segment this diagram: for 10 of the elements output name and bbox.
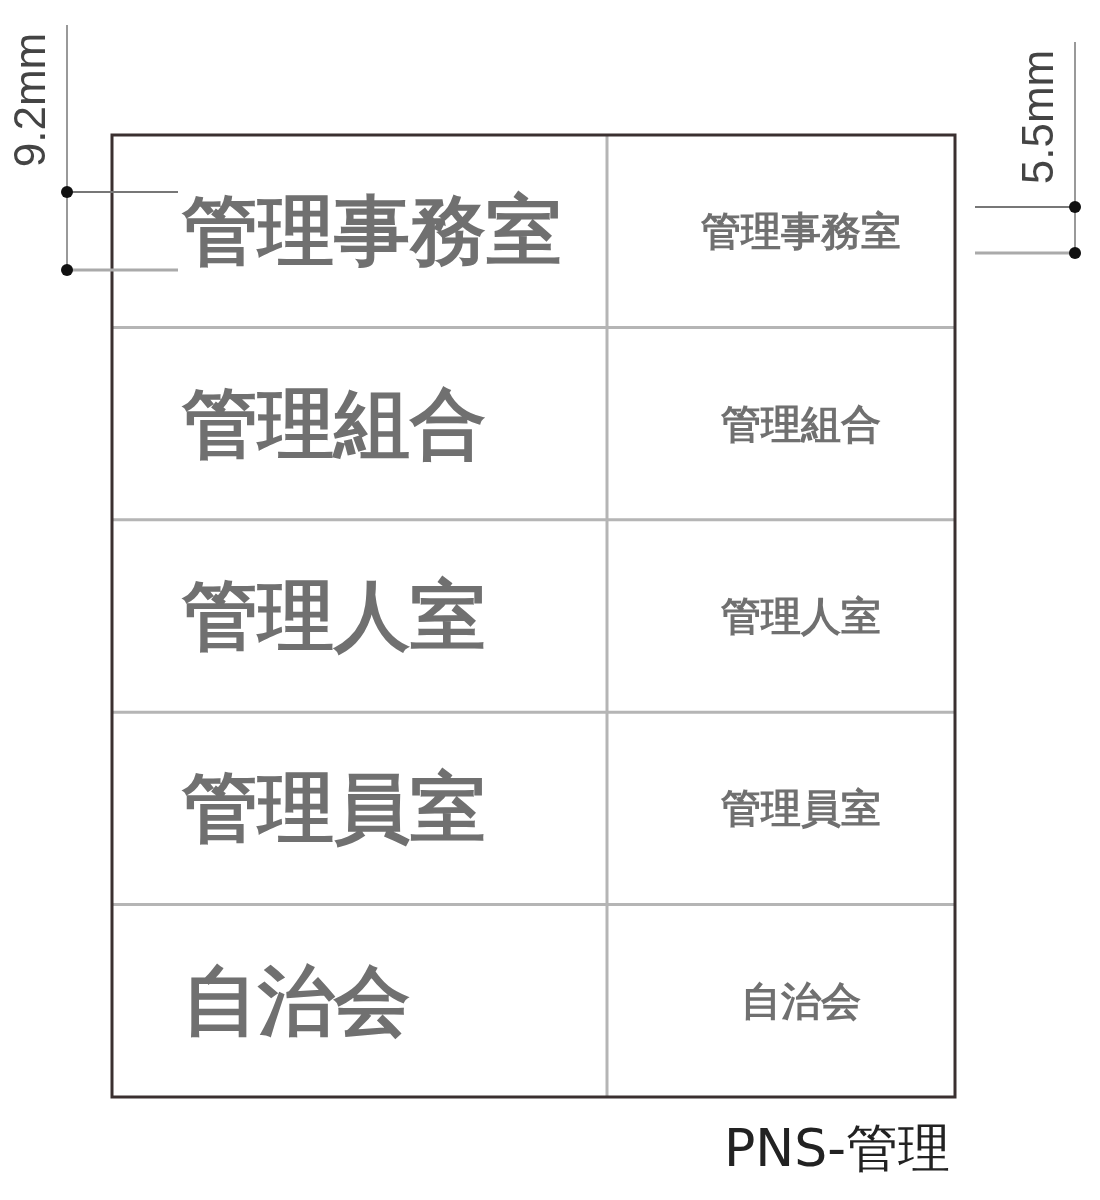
- cell-text: 管理人室: [721, 596, 881, 636]
- dimension-text: 5.5mm: [1016, 49, 1061, 185]
- cell-text: 自治会: [741, 980, 861, 1021]
- cell-text: 自治会: [182, 962, 410, 1039]
- dimension-text: 9.2mm: [8, 32, 53, 168]
- cell-text: 管理事務室: [701, 211, 901, 252]
- model-code: PNS-管理: [724, 1122, 951, 1174]
- cell-text: 管理組合: [721, 403, 881, 444]
- cell-text: 管理組合: [182, 385, 486, 462]
- cell-text: 管理員室: [721, 788, 881, 829]
